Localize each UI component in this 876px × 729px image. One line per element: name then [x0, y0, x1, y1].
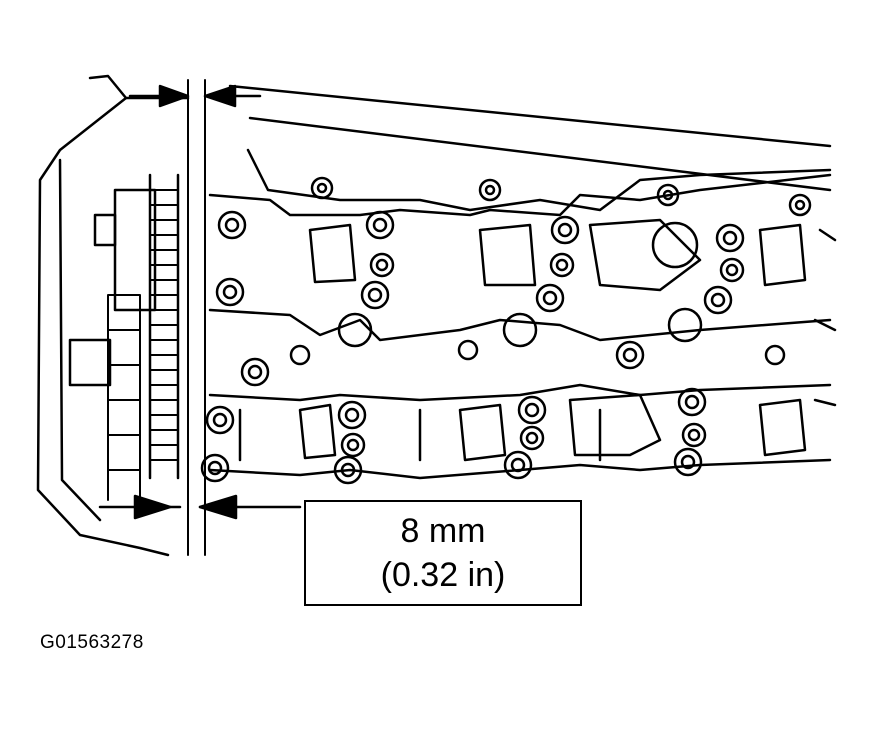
- dimension-callout-box: 8 mm (0.32 in): [304, 500, 582, 606]
- head-top-inner-edge: [248, 116, 832, 192]
- head-outline: [36, 74, 170, 557]
- lower-cap-row-top: [208, 383, 832, 402]
- lower-cap-inner: [238, 408, 602, 462]
- bottom-right-arrowhead: [198, 494, 238, 520]
- figure-id-label: G01563278: [40, 632, 144, 653]
- upper-cam-lobe-1: [308, 223, 357, 284]
- dimension-imperial-label: (0.32 in): [380, 556, 506, 594]
- spark-plug-well-1: [337, 312, 373, 348]
- right-edge-detail: [813, 228, 837, 407]
- head-top-right-edge: [228, 84, 832, 148]
- spark-plug-well-2: [502, 312, 538, 348]
- bottom-left-arrowhead: [133, 494, 172, 520]
- lower-cam-lobe-3: [758, 398, 807, 457]
- lower-cap-row-bottom: [208, 458, 832, 480]
- top-right-arrowhead: [203, 84, 237, 108]
- lower-cam-lobe-1: [298, 403, 337, 460]
- left-bracket: [93, 213, 117, 247]
- gear-teeth: [149, 189, 179, 461]
- top-left-arrowhead: [158, 84, 190, 108]
- upper-cam-lobe-3: [758, 223, 807, 287]
- lower-camshaft-journal: [568, 393, 662, 457]
- lower-cam-lobe-2: [458, 403, 507, 462]
- upper-bolts: [215, 176, 812, 315]
- upper-cap-row-lower: [208, 308, 832, 342]
- upper-cap-row: [208, 173, 832, 217]
- left-block: [68, 338, 112, 387]
- head-left-inner: [58, 158, 102, 522]
- middle-bolts: [240, 339, 786, 387]
- upper-valve-cover-edge: [246, 148, 832, 212]
- timing-chain: [107, 294, 141, 501]
- upper-journal-ring: [651, 221, 699, 269]
- upper-camshaft-journal: [588, 218, 702, 292]
- lower-bolts: [200, 387, 707, 485]
- upper-cam-lobe-2: [478, 223, 537, 287]
- dimension-metric-label: 8 mm: [400, 512, 486, 550]
- spark-plug-well-3: [667, 307, 703, 343]
